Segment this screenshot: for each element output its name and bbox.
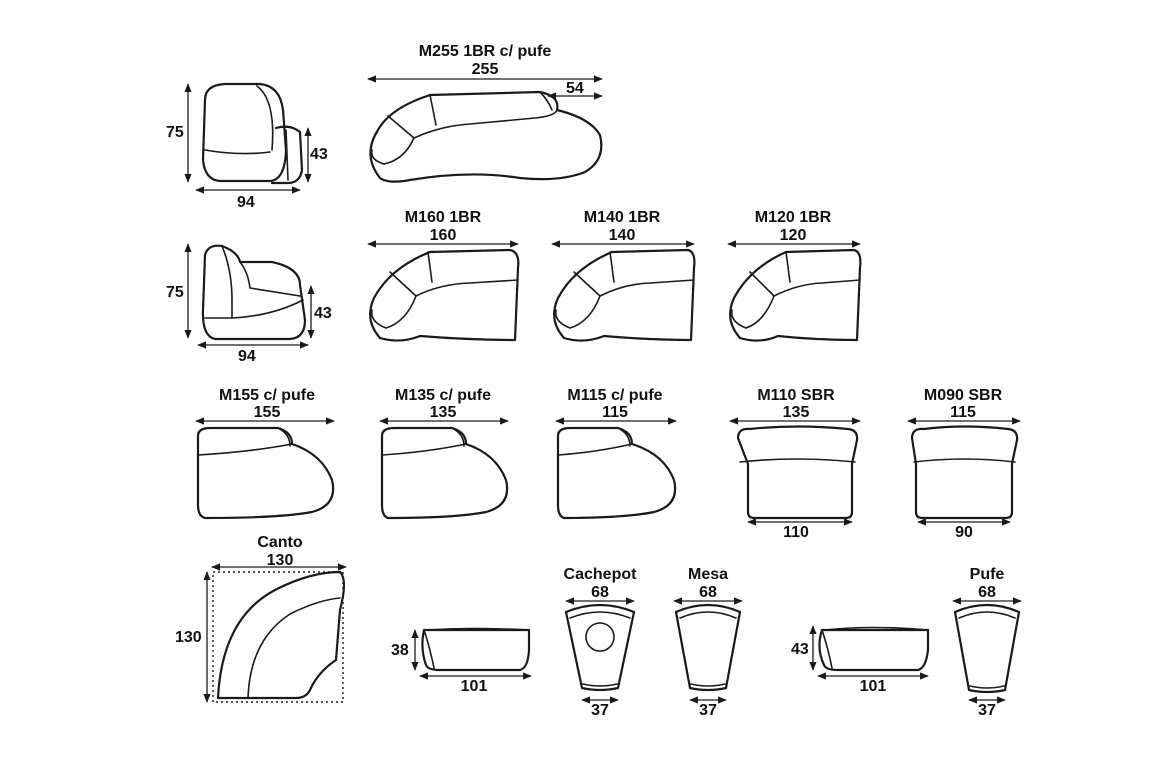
- m155-name: M155 c/ pufe: [219, 387, 315, 404]
- m140-name: M140 1BR: [584, 209, 661, 226]
- m115-width: 115: [602, 404, 628, 421]
- mesa-name: Mesa: [688, 566, 728, 583]
- m120-width: 120: [780, 227, 807, 244]
- pufe-name: Pufe: [970, 566, 1005, 583]
- cachepot-top: 68: [591, 584, 609, 601]
- m135-name: M135 c/ pufe: [395, 387, 491, 404]
- m155-width: 155: [254, 404, 281, 421]
- elev-pufe-height: 43: [791, 641, 809, 658]
- m120-name: M120 1BR: [755, 209, 832, 226]
- module-canto: Canto 130 130: [175, 534, 347, 703]
- m090-width: 115: [950, 404, 976, 421]
- module-m140: M140 1BR 140: [551, 209, 696, 342]
- module-m255: M255 1BR c/ pufe 255 54: [367, 43, 603, 183]
- module-m155: M155 c/ pufe 155: [195, 387, 335, 520]
- m115-name: M115 c/ pufe: [567, 387, 662, 404]
- module-mesa: Mesa 68 37: [673, 566, 743, 719]
- cachepot-bottom: 37: [591, 702, 609, 719]
- module-pufe: Pufe 68 37: [952, 566, 1022, 719]
- pufe-top: 68: [978, 584, 996, 601]
- m160-width: 160: [430, 227, 457, 244]
- elevation-pufe: 43 101: [791, 625, 930, 695]
- m110-name: M110 SBR: [757, 387, 835, 404]
- canto-depth: 130: [175, 629, 202, 646]
- m255-pufe: 54: [566, 80, 584, 97]
- side2-depth: 94: [238, 348, 256, 365]
- m090-inner: 90: [955, 524, 973, 541]
- m090-name: M090 SBR: [924, 387, 1003, 404]
- side-view-m255: 75 43 94: [166, 82, 328, 211]
- module-m090: M090 SBR 115 90: [907, 387, 1021, 541]
- elev-mesa-length: 101: [461, 678, 488, 695]
- m140-width: 140: [609, 227, 636, 244]
- side1-seat: 43: [310, 146, 328, 163]
- pufe-bottom: 37: [978, 702, 996, 719]
- module-m120: M120 1BR 120: [727, 209, 862, 342]
- side1-height: 75: [166, 124, 184, 141]
- module-cachepot: Cachepot 68 37: [564, 566, 638, 719]
- elev-pufe-length: 101: [860, 678, 887, 695]
- mesa-bottom: 37: [699, 702, 717, 719]
- m160-name: M160 1BR: [405, 209, 482, 226]
- side-view-m160: 75 43 94: [166, 243, 332, 365]
- m110-inner: 110: [783, 524, 809, 541]
- m135-width: 135: [430, 404, 457, 421]
- elevation-mesa: 38 101: [391, 627, 532, 695]
- side1-depth: 94: [237, 194, 255, 211]
- side2-seat: 43: [314, 305, 332, 322]
- m110-width: 135: [783, 404, 810, 421]
- canto-name: Canto: [257, 534, 303, 551]
- m255-name: M255 1BR c/ pufe: [419, 43, 552, 60]
- elev-mesa-height: 38: [391, 642, 409, 659]
- cachepot-name: Cachepot: [564, 566, 638, 583]
- mesa-top: 68: [699, 584, 717, 601]
- module-m110: M110 SBR 135 110: [729, 387, 861, 541]
- module-m135: M135 c/ pufe 135: [379, 387, 509, 520]
- module-m160: M160 1BR 160: [367, 209, 520, 342]
- module-m115: M115 c/ pufe 115: [555, 387, 677, 520]
- side2-height: 75: [166, 284, 184, 301]
- m255-width: 255: [472, 61, 499, 78]
